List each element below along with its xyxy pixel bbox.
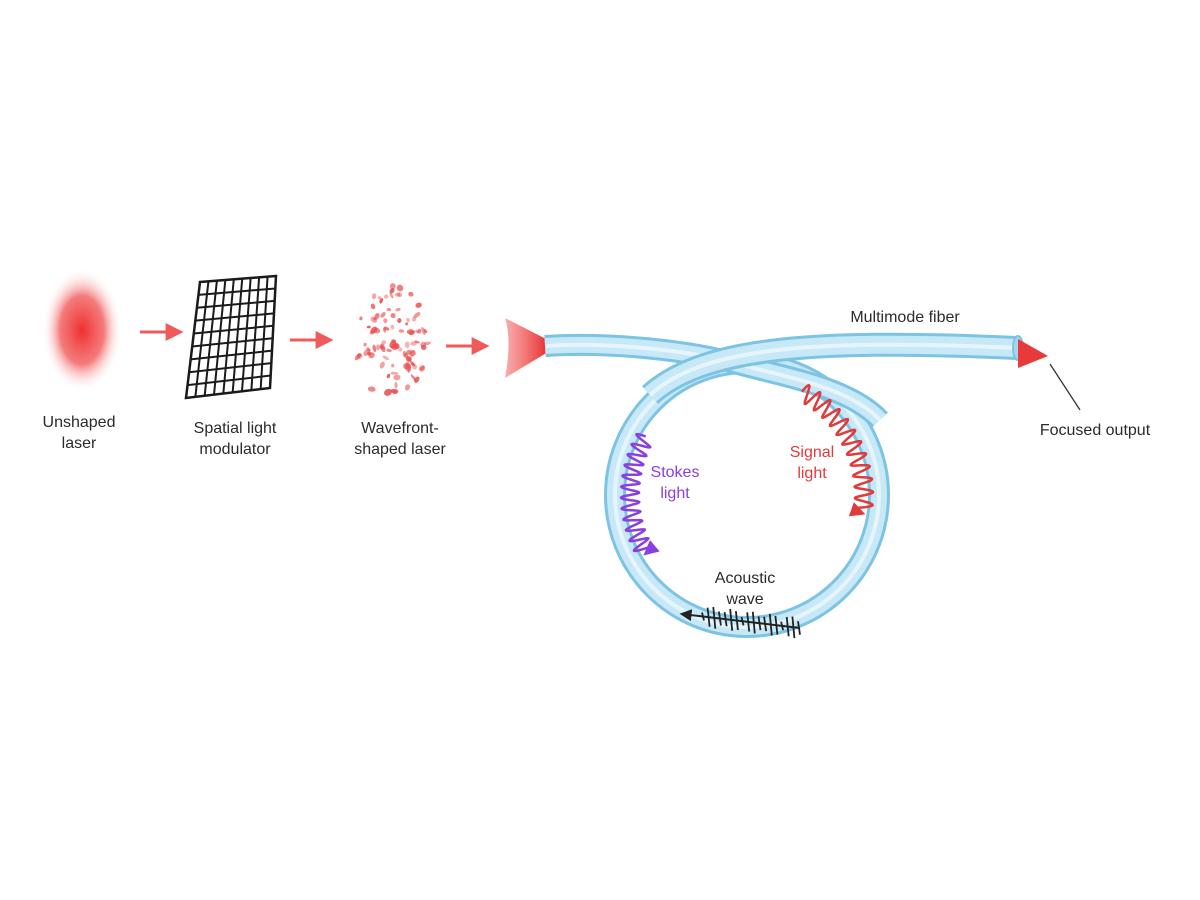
focused-output-label: Focused output bbox=[1039, 422, 1151, 439]
wavefront-speckle-icon bbox=[354, 283, 431, 396]
output-leader-line bbox=[1049, 363, 1081, 411]
spatial-light-modulator-icon bbox=[184, 274, 278, 400]
multimode-fiber bbox=[544, 332, 1024, 638]
unshaped-laser-spot bbox=[42, 268, 122, 392]
input-cone bbox=[505, 318, 548, 378]
output-tip bbox=[1018, 339, 1048, 368]
acoustic-wave bbox=[679, 606, 801, 639]
multimode-fiber-label: Multimode fiber bbox=[850, 309, 960, 326]
signal-light-wave bbox=[800, 383, 875, 517]
stokes-light-wave bbox=[619, 432, 660, 556]
wavefront-label: Wavefront-shaped laser bbox=[354, 420, 446, 458]
